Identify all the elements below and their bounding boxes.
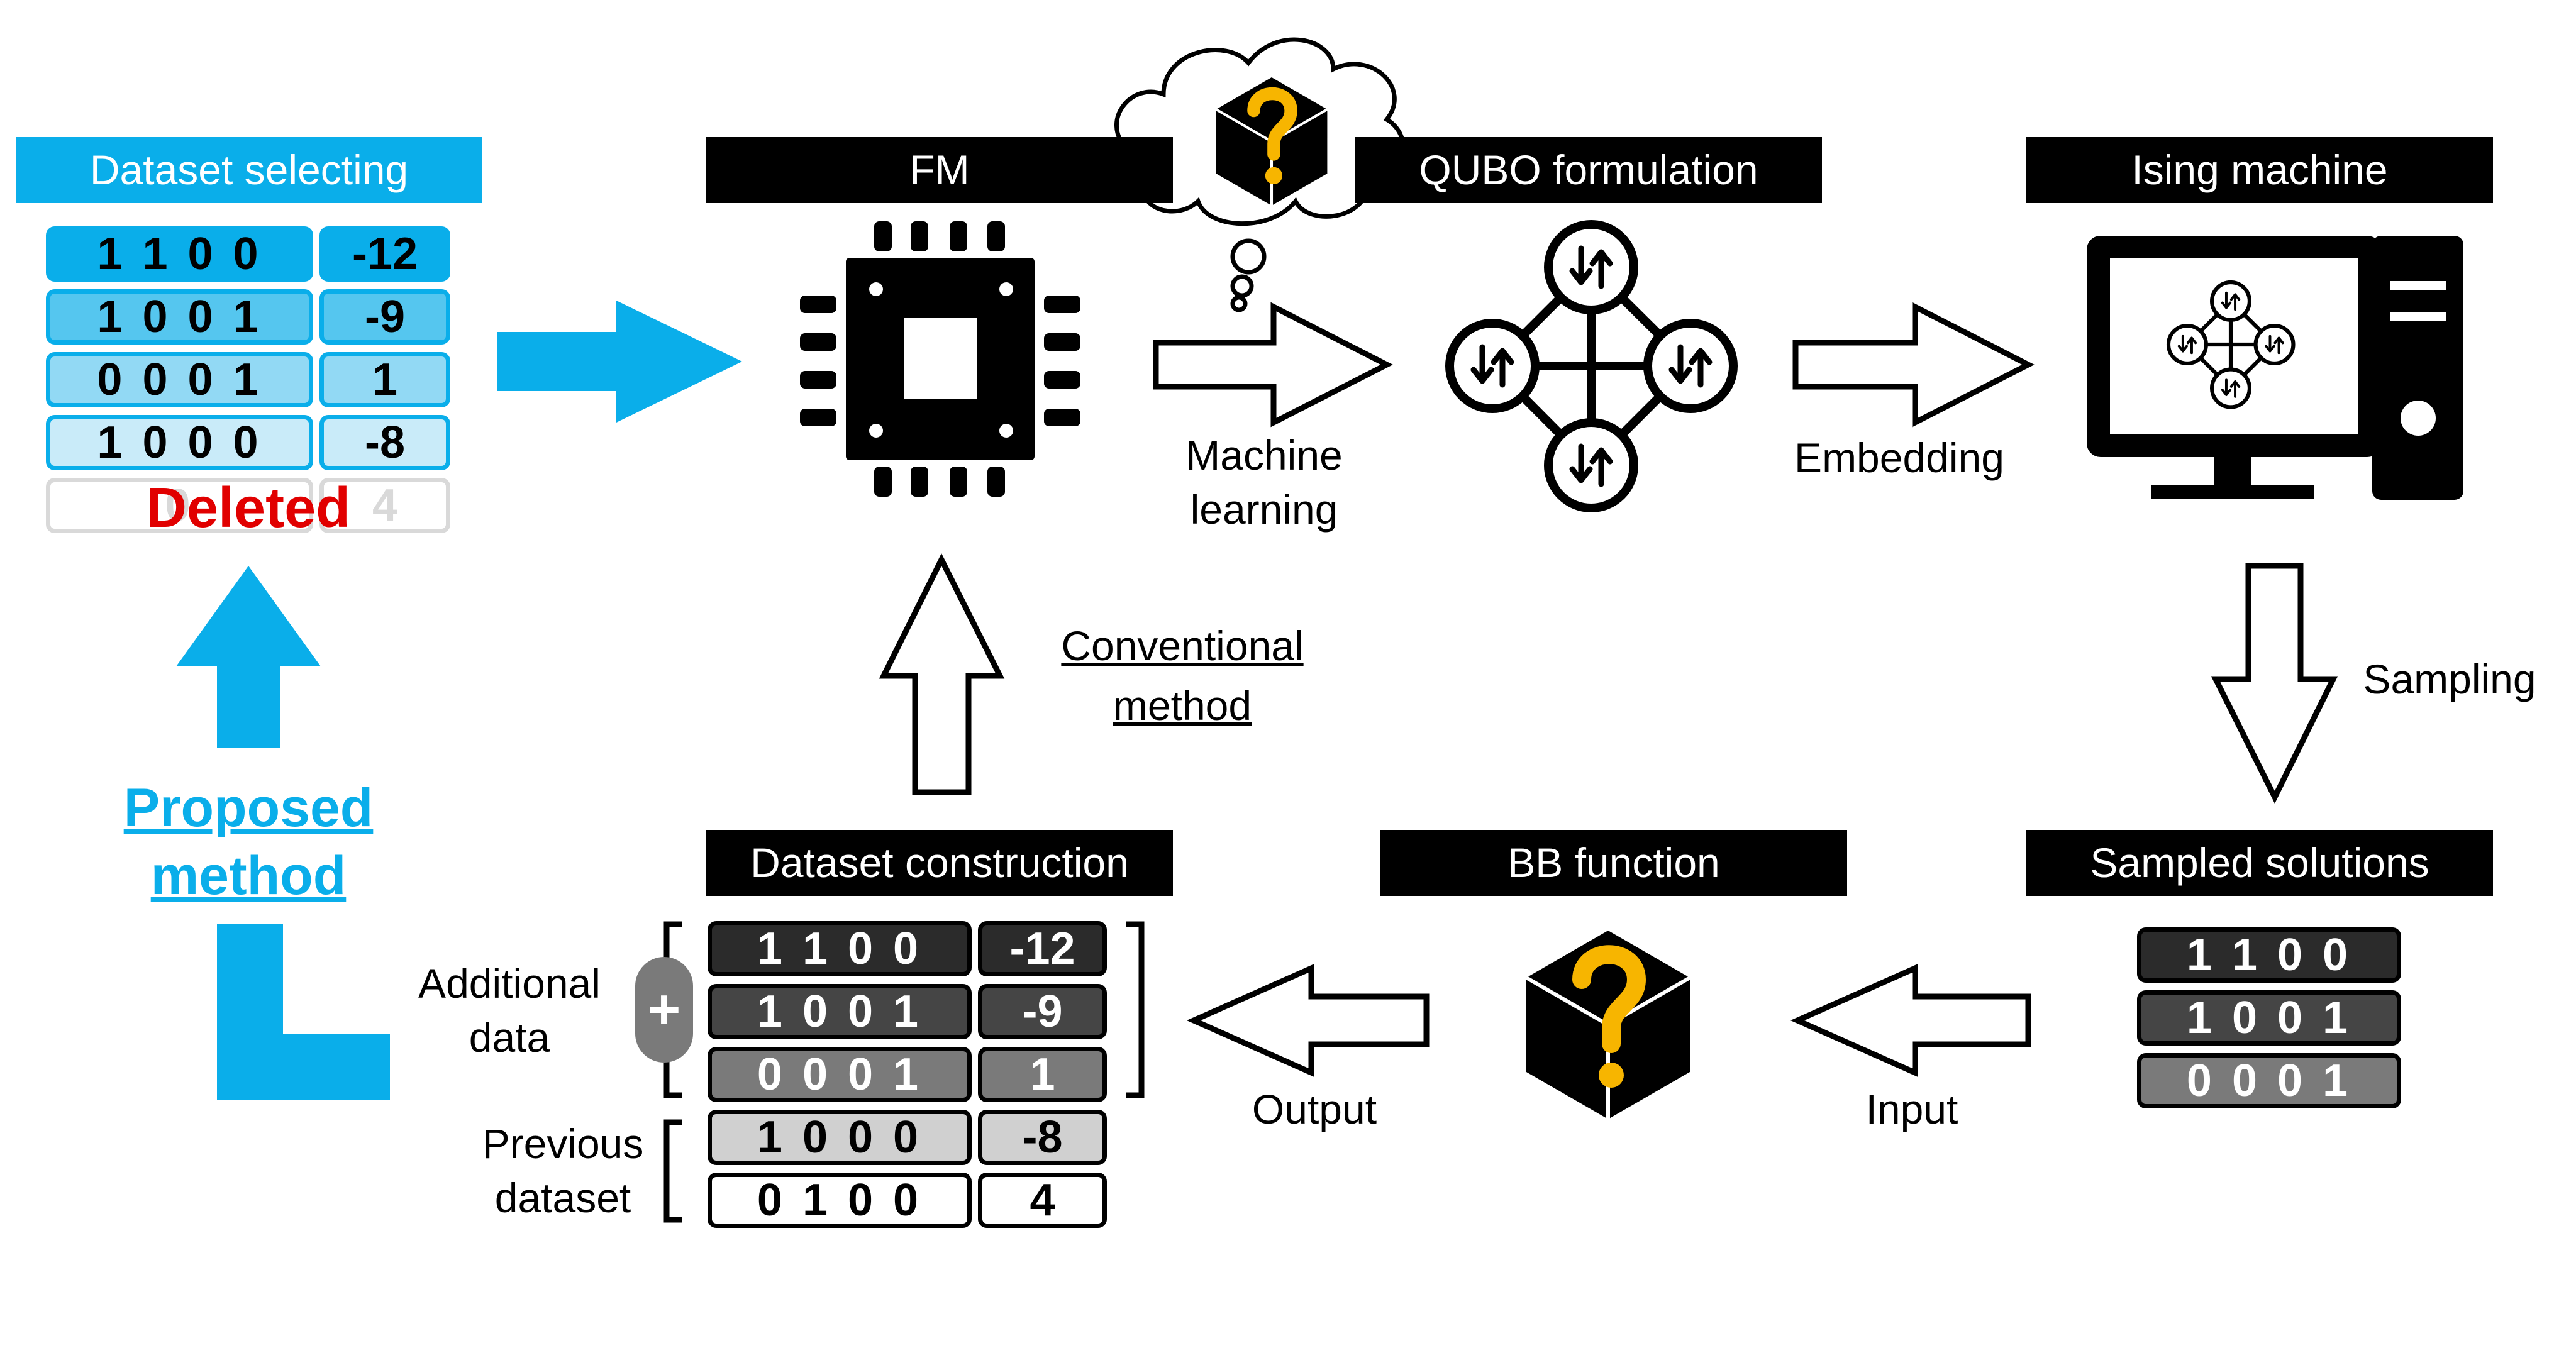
construction-row-4-bits: 0 1 0 0: [708, 1173, 972, 1228]
machine-learning-label-1: Machine: [1185, 432, 1343, 478]
embedding-label: Embedding: [1794, 434, 2004, 481]
blue-arrow-right: [497, 301, 742, 423]
proposed-method-label-2: method: [150, 846, 347, 906]
selecting-row-2-bits: 0 0 0 1: [46, 352, 313, 407]
construction-row-1-bits: 1 0 0 1: [708, 984, 972, 1039]
construction-row-3-value: -8: [978, 1110, 1107, 1165]
spin-graph-icon: [1445, 220, 1738, 512]
label-ising-machine: Ising machine: [2026, 137, 2493, 203]
selecting-row-4-value: 4: [319, 478, 450, 533]
construction-row-0-bits: 1 1 0 0: [708, 921, 972, 976]
additional-data-label-1: Additional: [418, 960, 601, 1007]
sampled-row-1: 1 0 0 1: [2137, 990, 2401, 1046]
label-fm: FM: [706, 137, 1173, 203]
blue-arrow-up-head: [176, 566, 321, 748]
construction-row-2-value: 1: [978, 1047, 1107, 1102]
computer-icon: [2087, 236, 2463, 500]
bracket-additional-right: [1126, 921, 1145, 1098]
conventional-method-label-1: Conventional: [1061, 622, 1304, 669]
sampling-label: Sampling: [2363, 656, 2536, 702]
construction-row-3-bits: 1 0 0 0: [708, 1110, 972, 1165]
deleted-label: Deleted: [146, 477, 351, 539]
bracket-previous-left: [663, 1119, 682, 1223]
sampled-row-2: 0 0 0 1: [2137, 1053, 2401, 1108]
sampled-row-0: 1 1 0 0: [2137, 927, 2401, 983]
selecting-row-3-value: -8: [319, 415, 450, 470]
label-qubo-formulation: QUBO formulation: [1355, 137, 1822, 203]
construction-row-1-value: -9: [978, 984, 1107, 1039]
previous-dataset-label-1: Previous: [482, 1120, 644, 1167]
construction-row-2-bits: 0 0 0 1: [708, 1047, 972, 1102]
selecting-row-0-value: -12: [319, 226, 450, 282]
arrow-input: [1790, 964, 2031, 1077]
arrow-output: [1186, 964, 1430, 1077]
outline-arrows: [879, 302, 2338, 1077]
arrow-conventional: [879, 553, 1005, 795]
question-box-icon: [1526, 931, 1690, 1119]
selecting-row-2-value: 1: [319, 352, 450, 407]
machine-learning-label-2: learning: [1190, 486, 1338, 533]
selecting-row-1-value: -9: [319, 289, 450, 345]
arrow-ml: [1153, 302, 1393, 428]
additional-data-label-2: data: [469, 1014, 550, 1061]
plus-badge: +: [635, 957, 693, 1063]
label-bb-function: BB function: [1380, 830, 1847, 896]
proposed-method-label-1: Proposed: [123, 778, 374, 838]
label-sampled-solutions: Sampled solutions: [2026, 830, 2493, 896]
conventional-method-label-2: method: [1113, 682, 1252, 729]
construction-row-0-value: -12: [978, 921, 1107, 976]
label-dataset-selecting: Dataset selecting: [16, 137, 482, 203]
selecting-row-1-bits: 1 0 0 1: [46, 289, 313, 345]
label-dataset-construction: Dataset construction: [706, 830, 1173, 896]
previous-dataset-label-2: dataset: [494, 1174, 631, 1221]
arrow-embedding: [1792, 302, 2035, 428]
construction-row-4-value: 4: [978, 1173, 1107, 1228]
microchip-icon: [800, 221, 1080, 497]
input-label: Input: [1865, 1086, 1958, 1132]
selecting-row-3-bits: 1 0 0 0: [46, 415, 313, 470]
output-label: Output: [1252, 1086, 1377, 1132]
selecting-row-4-bits: 0: [46, 478, 313, 533]
blue-l-shape: [217, 924, 390, 1100]
selecting-row-0-bits: 1 1 0 0: [46, 226, 313, 282]
arrow-sampling: [2211, 563, 2338, 804]
